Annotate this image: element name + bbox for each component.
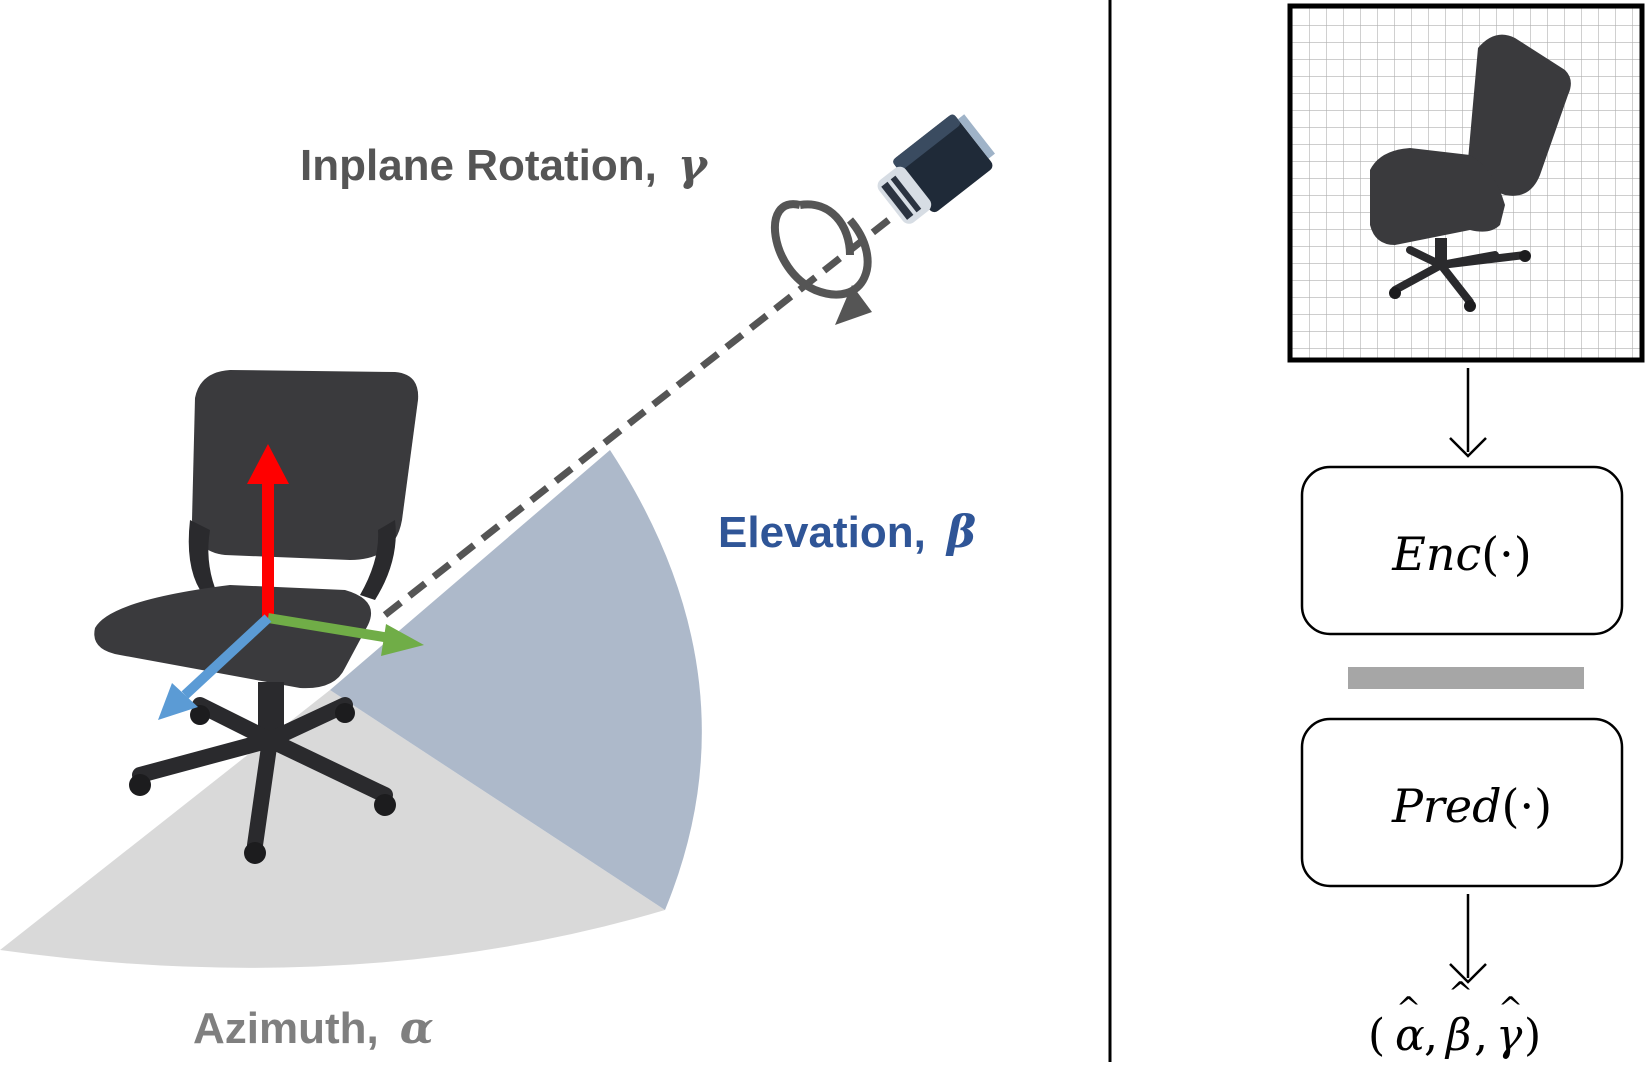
rotation-arrow-icon	[771, 200, 872, 325]
output-tuple: ( α ^ , β ^ , γ ^ )	[1368, 976, 1541, 1061]
up-axis-head	[247, 444, 289, 484]
chair-thumbnail	[1370, 34, 1571, 312]
encoder-box	[1300, 465, 1624, 636]
front-axis-arrow	[181, 614, 272, 699]
output-sep-1: ,	[1424, 1010, 1438, 1061]
arrow-head-1	[1449, 437, 1487, 458]
output-beta-hat: ^	[1448, 976, 1473, 1011]
object-axes	[158, 444, 424, 720]
output-gamma-hat: ^	[1498, 991, 1523, 1026]
output-sep-2: ,	[1474, 1010, 1488, 1061]
output-close-paren: )	[1524, 1010, 1541, 1061]
camera-ray	[382, 212, 898, 618]
camera-icon	[877, 114, 995, 224]
front-axis-head	[158, 683, 198, 720]
output-alpha-hat: ^	[1396, 991, 1421, 1026]
separator-bar	[1348, 667, 1584, 689]
predictor-label: Pred(·)	[1391, 779, 1552, 833]
inplane-rotation-label: Inplane Rotation, γ	[300, 140, 709, 191]
output-beta: β	[1444, 1010, 1471, 1061]
output-gamma: γ	[1496, 1010, 1523, 1061]
predictor-box	[1300, 717, 1624, 888]
elevation-label: Elevation, β	[718, 507, 976, 558]
encoder-label: Enc(·)	[1391, 527, 1531, 581]
right-axis-arrow	[267, 613, 391, 643]
output-alpha: α	[1395, 1010, 1425, 1061]
elevation-wedge	[330, 450, 702, 910]
office-chair-image	[94, 370, 419, 864]
azimuth-label: Azimuth, α	[193, 1003, 434, 1054]
output-open-paren: (	[1368, 1010, 1385, 1061]
input-image-panel	[1287, 3, 1645, 363]
arrow-head-2	[1449, 963, 1487, 984]
right-axis-head	[381, 624, 424, 656]
azimuth-wedge	[0, 690, 665, 968]
